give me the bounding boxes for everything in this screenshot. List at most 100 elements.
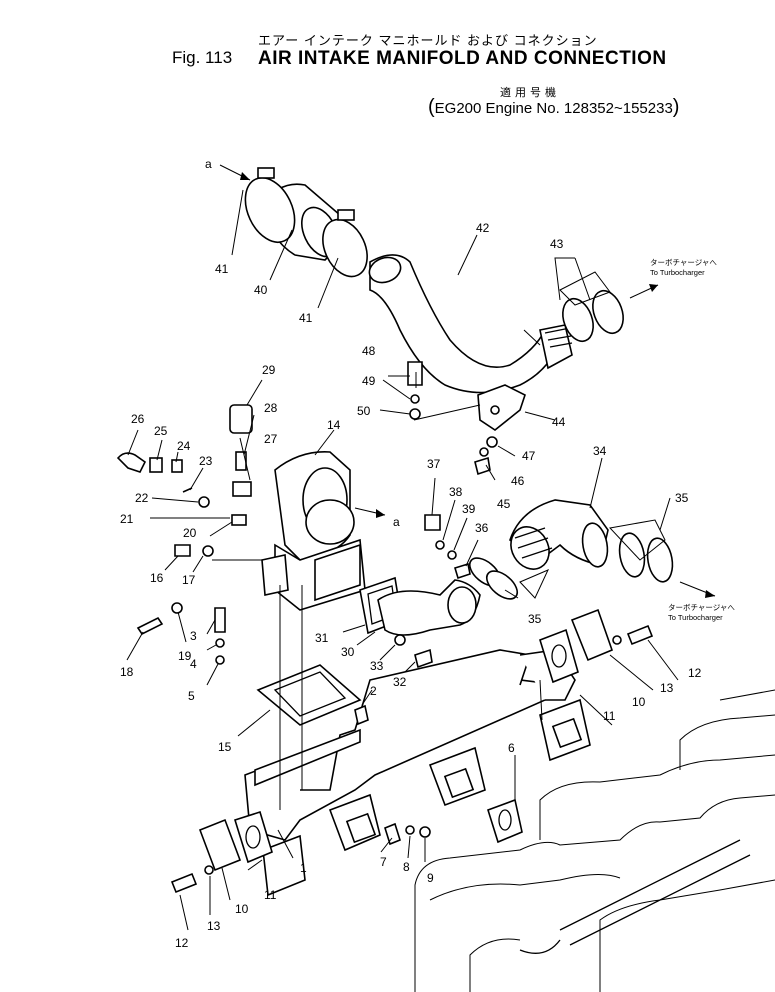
part-12-bolt-lower <box>170 872 198 894</box>
part-number-labels: 1 2 3 4 5 6 7 8 9 10 10 11 11 12 12 13 1… <box>120 221 702 950</box>
label-part-41-upper: 41 <box>215 262 229 276</box>
label-part-47: 47 <box>522 449 536 463</box>
o-rings-part-43 <box>562 289 624 343</box>
label-part-26: 26 <box>131 412 145 426</box>
label-part-2: 2 <box>370 684 377 698</box>
label-part-40: 40 <box>254 283 268 297</box>
part-12-bolt-upper <box>626 624 654 646</box>
label-part-31: 31 <box>315 631 329 645</box>
pipe-part-34 <box>509 499 609 570</box>
part-8-washer <box>405 825 415 835</box>
label-part-20: 20 <box>183 526 197 540</box>
label-part-7: 7 <box>380 855 387 869</box>
part-26-elbow <box>116 452 147 473</box>
label-part-13-upper: 13 <box>660 681 674 695</box>
label-part-35-upper: 35 <box>675 491 689 505</box>
part-13-washer-lower <box>204 865 214 875</box>
part-7-stud <box>384 822 401 846</box>
part-38-washer <box>435 540 445 550</box>
gasket-part-6 <box>487 798 523 844</box>
connection-elbow-part-30 <box>377 579 481 636</box>
label-part-39: 39 <box>462 502 476 516</box>
part-3-bolt <box>214 607 226 633</box>
label-part-10-upper: 10 <box>632 695 646 709</box>
label-part-1: 1 <box>300 861 307 875</box>
bracket-part-44 <box>477 384 526 431</box>
part-39-washer <box>447 550 457 560</box>
part-24-fitting <box>171 459 183 473</box>
label-part-36: 36 <box>475 521 489 535</box>
part-36-plate <box>454 562 471 580</box>
label-part-11-upper: 11 <box>603 709 616 723</box>
part-46-washer <box>479 447 489 457</box>
applicability-text: EG200 Engine No. 128352~155233 <box>434 100 673 117</box>
label-part-10-lower: 10 <box>235 902 249 916</box>
ref-a-upper: a <box>205 157 212 171</box>
part-48-bolt <box>407 361 423 386</box>
gasket-part-11-lower <box>234 810 273 864</box>
part-2-stud <box>354 704 369 726</box>
figure-title: AIR INTAKE MANIFOLD AND CONNECTION <box>258 48 667 69</box>
label-part-12-lower: 12 <box>175 936 189 950</box>
label-part-32: 32 <box>393 675 407 689</box>
part-25-nut <box>149 457 163 473</box>
label-part-5: 5 <box>188 689 195 703</box>
label-part-43: 43 <box>550 237 564 251</box>
label-part-19: 19 <box>178 649 192 663</box>
label-part-15: 15 <box>218 740 232 754</box>
label-part-49: 49 <box>362 374 376 388</box>
part-28-fitting <box>235 451 247 471</box>
cover-plate-part-10-upper <box>570 608 614 662</box>
gasket-part-11-upper <box>539 628 579 684</box>
label-part-28: 28 <box>264 401 278 415</box>
part-4-washer <box>215 638 225 648</box>
turbo-note-jp-lower: ターボチャージャへ <box>668 603 735 612</box>
label-part-29: 29 <box>262 363 276 377</box>
part-45-bolt <box>474 456 491 476</box>
hose-clamps-part-41 <box>244 167 368 278</box>
label-part-17: 17 <box>182 573 196 587</box>
figure-number: Fig. 113 <box>172 48 233 67</box>
japanese-title: エアー インテーク マニホールド および コネクション <box>258 33 598 48</box>
turbo-note-en-upper: To Turbocharger <box>650 268 705 277</box>
leader-lines <box>126 189 679 931</box>
label-part-46: 46 <box>511 474 525 488</box>
part-18-sensor <box>136 616 164 636</box>
label-part-3: 3 <box>190 629 197 643</box>
label-part-33: 33 <box>370 659 384 673</box>
label-part-13-lower: 13 <box>207 919 221 933</box>
label-part-14: 14 <box>327 418 341 432</box>
label-part-41-lower: 41 <box>299 311 313 325</box>
label-part-18: 18 <box>120 665 134 679</box>
label-part-30: 30 <box>341 645 355 659</box>
label-part-22: 22 <box>135 491 149 505</box>
label-part-16: 16 <box>150 571 164 585</box>
direction-arrows <box>219 164 716 598</box>
turbo-note-jp-upper: ターボチャージャへ <box>650 258 717 267</box>
label-part-23: 23 <box>199 454 213 468</box>
label-part-25: 25 <box>154 424 168 438</box>
label-part-45: 45 <box>497 497 511 511</box>
label-part-21: 21 <box>120 512 134 526</box>
label-part-11-lower: 11 <box>264 888 277 902</box>
part-29-cap <box>229 404 253 434</box>
label-part-50: 50 <box>357 404 371 418</box>
air-pipe-part-42 <box>368 254 573 394</box>
label-part-8: 8 <box>403 860 410 874</box>
label-part-12-upper: 12 <box>688 666 702 680</box>
part-20-fitting <box>231 514 247 526</box>
part-50-washer <box>409 408 421 420</box>
ref-a-lower: a <box>393 515 400 529</box>
part-9-nut <box>419 826 431 838</box>
label-part-38: 38 <box>449 485 463 499</box>
part-19-washer <box>171 602 183 614</box>
gasket-part-15 <box>256 664 362 726</box>
part-32-bolt <box>414 648 433 669</box>
part-22-ring <box>198 496 210 508</box>
part-17-washer <box>202 545 214 557</box>
part-49-washer <box>410 394 420 404</box>
part-5-washer <box>215 655 225 665</box>
cover-plate-part-10-lower <box>198 818 242 872</box>
turbo-note-en-lower: To Turbocharger <box>668 613 723 622</box>
